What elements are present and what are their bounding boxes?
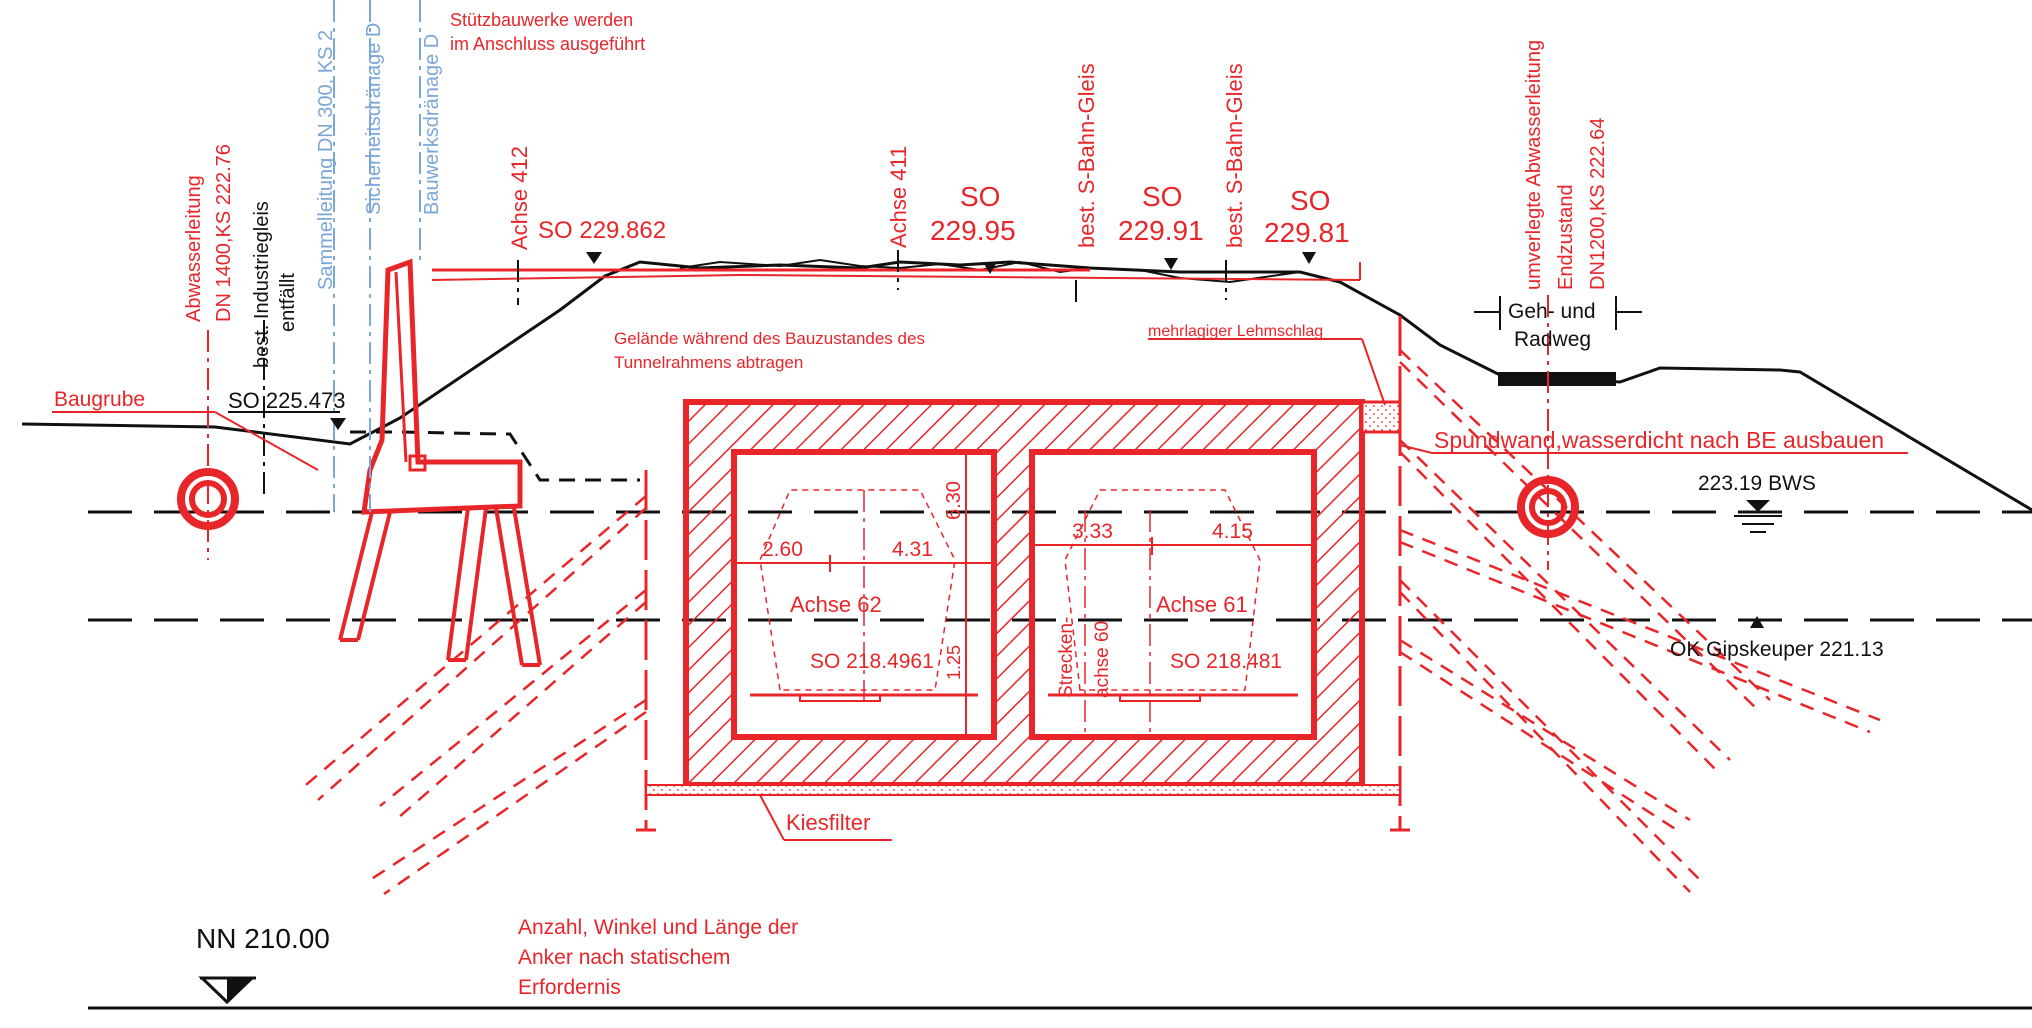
anker-label-3: Erfordernis: [518, 976, 621, 999]
geh-rad-label-2: Radweg: [1514, 328, 1591, 351]
dim-431-label: 4.31: [892, 538, 933, 561]
stuetzbauwerke-line-2: im Anschluss ausgeführt: [450, 34, 645, 54]
gelaende-label-2: Tunnelrahmens abtragen: [614, 353, 803, 372]
anker-label-2: Anker nach statischem: [518, 946, 730, 969]
so-label-3: SO: [1290, 185, 1330, 216]
ground-anchors: [299, 349, 1881, 896]
kiesfilter-label: Kiesfilter: [786, 810, 870, 835]
abwasserleitung-label-2: DN 1400,KS 222.76: [213, 144, 235, 322]
so-22991-marker: [1164, 258, 1178, 270]
umverlegte-label-3: DN1200,KS 222.64: [1587, 118, 1609, 290]
sbahn-label-1: best. S-Bahn-Gleis: [1074, 63, 1099, 248]
lehmschlag-label: mehrlagiger Lehmschlag: [1148, 323, 1323, 340]
so-2184961-label: SO 218.4961: [810, 650, 934, 673]
industriegleis-label-1: best. Industriegleis: [251, 201, 273, 368]
stuetzbauwerke-line-1: Stützbauwerke werden: [450, 10, 633, 30]
leader-lines: [52, 338, 1908, 841]
abwasserleitung-label-1: Abwasserleitung: [183, 175, 205, 322]
spundwand-label: Spundwand,wasserdicht nach BE ausbauen: [1434, 427, 1884, 453]
strecken-label-2: achse 60: [1092, 621, 1113, 698]
bike-path-dimension: [1474, 296, 1642, 330]
retaining-wall: [338, 258, 1361, 667]
sicherheitsdraenage-label: Sicherheitsdränage D: [363, 23, 385, 215]
so-22991-label: 229.91: [1118, 215, 1204, 246]
umverlegte-label-2: Endzustand: [1555, 184, 1577, 290]
so-22995-marker: [983, 262, 997, 274]
so-22995-label: 229.95: [930, 215, 1016, 246]
strecken-label-1: Strecken-: [1056, 617, 1077, 698]
bauwerksdraenage-label: Bauwerksdränage D: [421, 34, 443, 215]
axis-lines: [207, 0, 1549, 570]
nn-label: NN 210.00: [196, 923, 330, 954]
tunnel-frame: [645, 399, 1402, 796]
gravel-filter: [645, 784, 1401, 796]
so-22981-label: 229.81: [1264, 217, 1350, 248]
bike-path-surface: [1498, 372, 1616, 386]
sammelleitung-label: Sammelleitung DN 300, KS 2: [315, 30, 337, 290]
geh-rad-label-1: Geh- und: [1508, 300, 1596, 323]
achse-412-label: Achse 412: [507, 146, 532, 250]
achse-62-label: Achse 62: [790, 592, 882, 617]
bws-water-symbol: [1734, 515, 1782, 533]
dim-630-label: 6.30: [943, 481, 965, 520]
level-markers: [330, 252, 1770, 628]
so-229862-marker: [586, 252, 602, 264]
top-labels: Stützbauwerke werden im Anschluss ausgef…: [54, 10, 1609, 413]
dim-125-label: 1.25: [944, 645, 964, 680]
so-225-marker: [330, 418, 346, 430]
so-label-1: SO: [960, 181, 1000, 212]
industriegleis-label-2: entfällt: [277, 273, 299, 332]
dim-415-label: 4.15: [1212, 520, 1253, 543]
bottom-labels: NN 210.00 Anzahl, Winkel und Länge der A…: [196, 916, 798, 999]
sbahn-label-2: best. S-Bahn-Gleis: [1222, 63, 1247, 248]
dim-260-label: 2.60: [762, 538, 803, 561]
so-22981-marker: [1302, 252, 1316, 264]
nn-marker: [198, 976, 256, 1005]
gipskeuper-marker: [1750, 616, 1764, 628]
so-225-label: SO 225.473: [228, 388, 345, 413]
mid-labels: Gelände während des Bauzustandes des Tun…: [614, 323, 1884, 835]
existing-ground-dashed: [350, 430, 640, 482]
gelaende-label-1: Gelände während des Bauzustandes des: [614, 329, 925, 348]
gipskeuper-label: OK Gipskeuper 221.13: [1670, 638, 1884, 661]
anker-label-1: Anzahl, Winkel und Länge der: [518, 916, 798, 939]
bws-marker: [1746, 500, 1770, 512]
dim-333-label: 3.33: [1072, 520, 1113, 543]
achse-411-label: Achse 411: [886, 146, 911, 248]
achse-61-label: Achse 61: [1156, 592, 1248, 617]
clay-layer: [1360, 400, 1402, 434]
so-218481-label: SO 218.481: [1170, 650, 1282, 673]
baugrube-label: Baugrube: [54, 388, 145, 411]
umverlegte-label-1: umverlegte Abwasserleitung: [1523, 40, 1545, 290]
so-label-2: SO: [1142, 181, 1182, 212]
bws-label: 223.19 BWS: [1698, 472, 1816, 495]
so-229862-label: SO 229.862: [538, 217, 666, 244]
